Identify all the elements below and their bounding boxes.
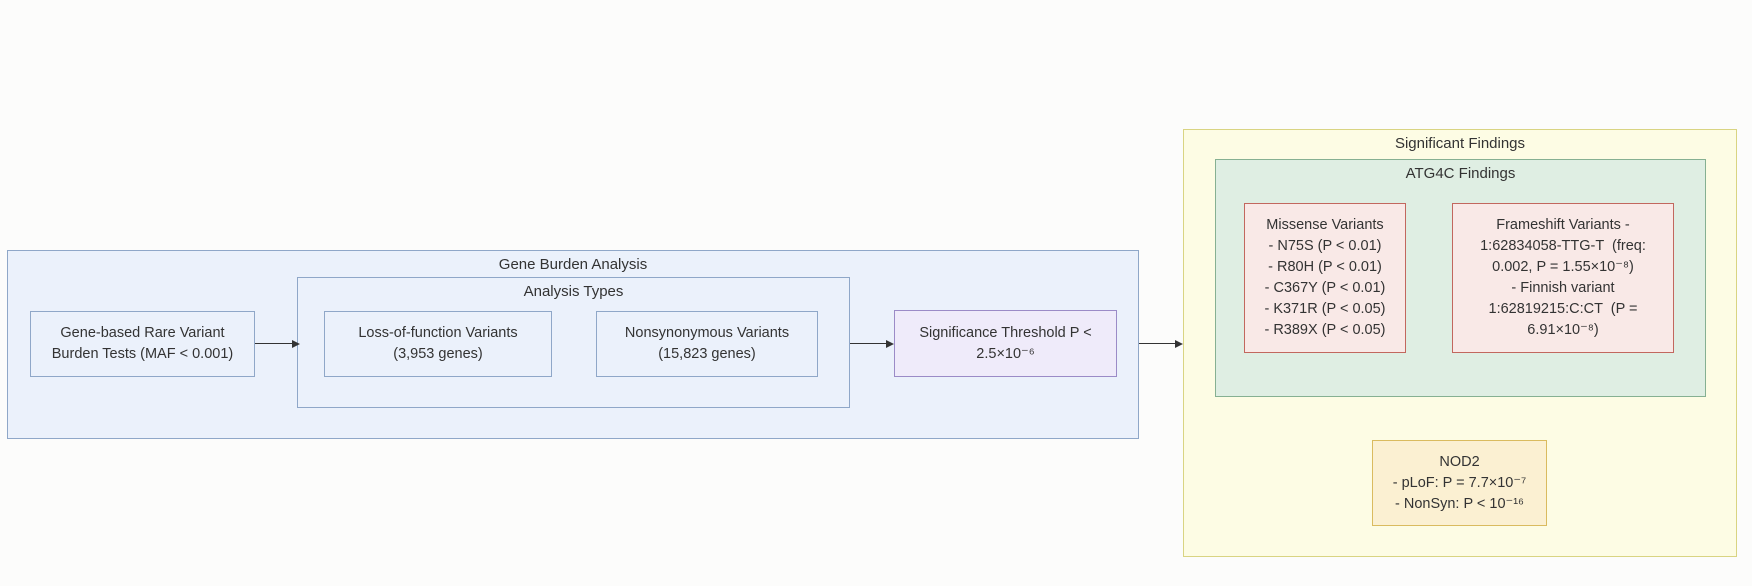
- node-line: (15,823 genes): [658, 346, 756, 362]
- arrow-threshold-to-findings: [1139, 339, 1183, 348]
- node-missense-variants: Missense Variants - N75S (P < 0.01) - R8…: [1244, 203, 1406, 353]
- node-line: - N75S (P < 0.01): [1268, 238, 1382, 254]
- node-gene-based-burden-tests: Gene-based Rare Variant Burden Tests (MA…: [30, 311, 255, 377]
- subgraph-title-analysis-types: Analysis Types: [523, 283, 624, 300]
- node-line: - K371R (P < 0.05): [1264, 301, 1386, 317]
- arrow-burden-to-analysis-types: [255, 339, 300, 348]
- node-line: Missense Variants: [1266, 217, 1384, 233]
- node-significance-threshold: Significance Threshold P < 2.5×10⁻⁶: [894, 310, 1117, 377]
- arrowhead-icon: [292, 339, 300, 348]
- node-line: 0.002, P = 1.55×10⁻⁸): [1492, 259, 1634, 275]
- node-nonsynonymous-variants: Nonsynonymous Variants (15,823 genes): [596, 311, 818, 377]
- node-line: 2.5×10⁻⁶: [976, 345, 1035, 362]
- node-line: - C367Y (P < 0.01): [1264, 280, 1386, 296]
- node-line: Burden Tests (MAF < 0.001): [51, 346, 234, 362]
- node-line: 6.91×10⁻⁸): [1527, 322, 1599, 338]
- node-line: 1:62834058-TTG-T (freq:: [1480, 238, 1646, 254]
- subgraph-title-atg4c-findings: ATG4C Findings: [1405, 165, 1516, 182]
- arrowhead-icon: [1175, 339, 1183, 348]
- node-line: Frameshift Variants -: [1496, 217, 1630, 233]
- node-line: - Finnish variant: [1511, 280, 1615, 296]
- node-line: - R389X (P < 0.05): [1264, 322, 1386, 338]
- subgraph-title-gene-burden-analysis: Gene Burden Analysis: [498, 256, 648, 273]
- node-line: Loss-of-function Variants: [358, 325, 518, 341]
- node-line: - R80H (P < 0.01): [1268, 259, 1382, 275]
- arrow-analysis-types-to-threshold: [850, 339, 894, 348]
- node-line: Gene-based Rare Variant: [60, 325, 225, 341]
- node-nod2: NOD2 - pLoF: P = 7.7×10⁻⁷ - NonSyn: P < …: [1372, 440, 1547, 526]
- node-line: Nonsynonymous Variants: [624, 325, 790, 341]
- node-line: 1:62819215:C:CT (P =: [1488, 301, 1638, 317]
- node-frameshift-variants: Frameshift Variants - 1:62834058-TTG-T (…: [1452, 203, 1674, 353]
- node-line: (3,953 genes): [393, 346, 483, 362]
- subgraph-title-significant-findings: Significant Findings: [1394, 135, 1526, 152]
- node-line: Significance Threshold P <: [919, 324, 1092, 341]
- node-line: - pLoF: P = 7.7×10⁻⁷: [1392, 474, 1527, 491]
- arrowhead-icon: [886, 339, 894, 348]
- node-line: - NonSyn: P < 10⁻¹⁶: [1394, 495, 1524, 512]
- node-loss-of-function-variants: Loss-of-function Variants (3,953 genes): [324, 311, 552, 377]
- node-line: NOD2: [1439, 453, 1480, 470]
